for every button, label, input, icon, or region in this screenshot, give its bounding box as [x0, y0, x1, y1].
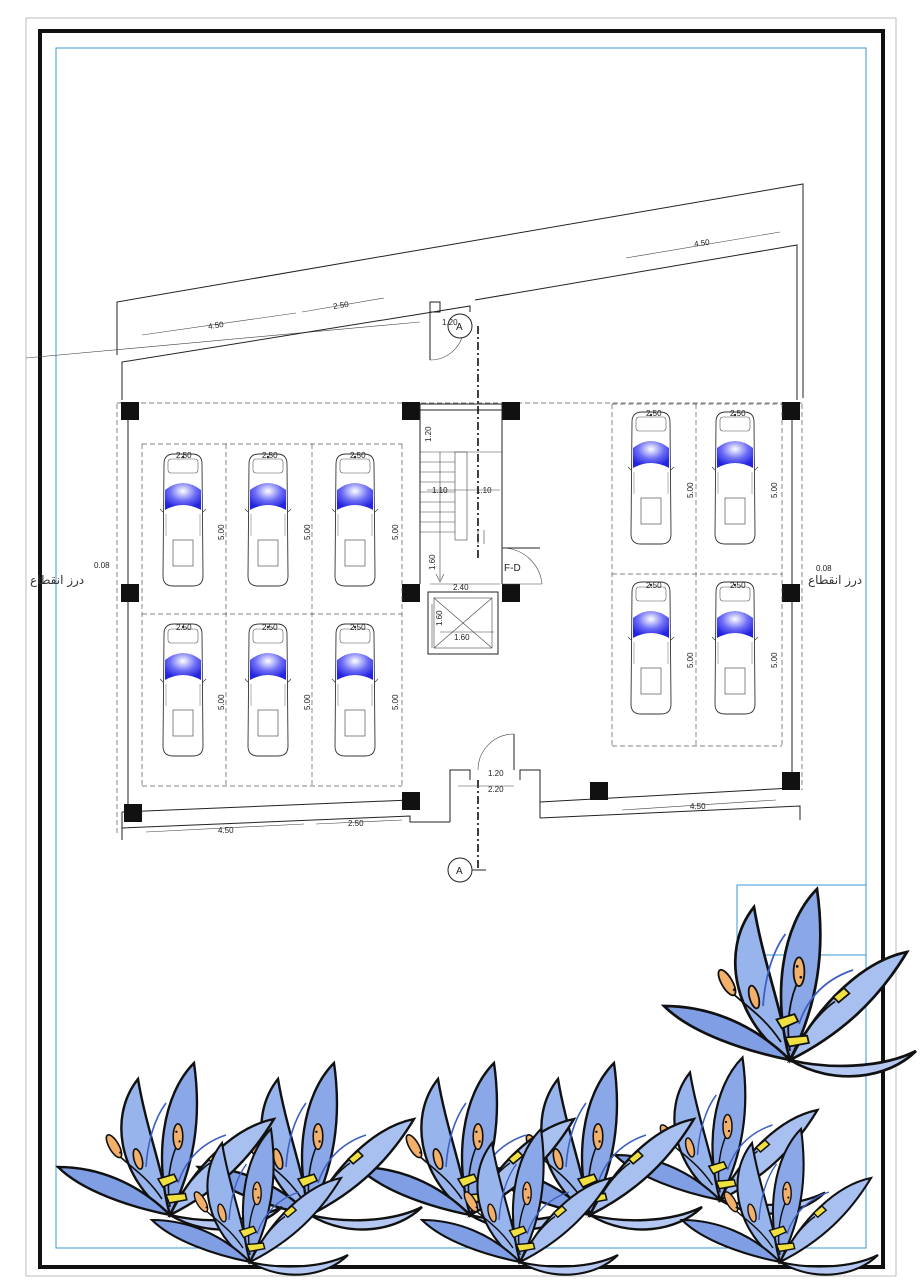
bay-length: 5.00	[217, 694, 226, 710]
dim-entry-120: 1.20	[488, 769, 504, 778]
columns	[121, 402, 800, 822]
dim-gap-right: 0.08	[816, 564, 832, 573]
square-column-icon	[402, 792, 420, 810]
square-column-icon	[121, 402, 139, 420]
car-top-view-icon	[627, 581, 675, 715]
dim-lift-240: 2.40	[453, 583, 469, 592]
car-top-view-icon	[159, 623, 207, 757]
decorative-lilies	[56, 887, 918, 1276]
square-column-icon	[782, 402, 800, 420]
bay-length: 5.00	[770, 652, 779, 668]
inner-frame	[55, 47, 867, 1249]
dim-entry-220: 2.20	[488, 785, 504, 794]
bay-width: 2.50	[350, 451, 366, 460]
bay-length: 5.00	[770, 482, 779, 498]
bay-length: 5.00	[686, 482, 695, 498]
dim-stair-110b: 1.10	[476, 486, 492, 495]
car-top-view-icon	[711, 581, 759, 715]
bay-length: 5.00	[303, 694, 312, 710]
dimension-lines	[141, 231, 781, 833]
dim-lift-160b: 1.60	[454, 633, 470, 642]
bay-width: 2.50	[262, 623, 278, 632]
square-column-icon	[782, 584, 800, 602]
square-column-icon	[121, 584, 139, 602]
stair-core	[419, 403, 543, 655]
bay-width: 2.50	[176, 451, 192, 460]
car-top-view-icon	[244, 453, 292, 587]
bay-length: 5.00	[686, 652, 695, 668]
bay-width: 2.50	[350, 623, 366, 632]
parking-right	[611, 403, 783, 747]
bay-width: 2.50	[646, 409, 662, 418]
entrance	[449, 733, 541, 822]
bay-length: 5.00	[391, 694, 400, 710]
section-line: A A	[447, 313, 486, 883]
label-expansion-joint-right: درز انقطاع	[808, 573, 862, 588]
dim-bottom-left-45: 4.50	[218, 826, 234, 835]
dim-lift-160a: 1.60	[435, 610, 444, 626]
dim-stair-160: 1.60	[428, 554, 437, 570]
dim-top-door: 1.20	[442, 318, 458, 327]
square-column-icon	[590, 782, 608, 800]
label-fire-door: F-D	[504, 563, 521, 574]
building-outline	[116, 402, 803, 840]
dim-gap-left: 0.08	[94, 561, 110, 570]
bay-width: 2.50	[730, 581, 746, 590]
bay-width: 2.50	[262, 451, 278, 460]
bay-width: 2.50	[730, 409, 746, 418]
car-top-view-icon	[331, 453, 379, 587]
bay-width: 2.50	[646, 581, 662, 590]
dim-stair-120: 1.20	[424, 426, 433, 442]
dim-stair-110a: 1.10	[432, 486, 448, 495]
car-top-view-icon	[244, 623, 292, 757]
dim-bottom-right-45: 4.50	[690, 802, 706, 811]
site-boundary	[25, 183, 804, 400]
square-column-icon	[402, 402, 420, 420]
car-top-view-icon	[711, 411, 759, 545]
car-top-view-icon	[627, 411, 675, 545]
parking-left	[141, 443, 403, 787]
label-expansion-joint-left: درز انقطاع	[30, 573, 84, 588]
square-column-icon	[124, 804, 142, 822]
car-top-view-icon	[331, 623, 379, 757]
section-marker-bottom: A	[456, 866, 463, 877]
square-column-icon	[782, 772, 800, 790]
square-column-icon	[502, 402, 520, 420]
square-column-icon	[402, 584, 420, 602]
lily-flower-icon	[662, 887, 918, 1078]
outer-sheet-border	[25, 17, 897, 1277]
section-marker-top: A	[456, 322, 463, 333]
dim-top-left-25: 2.50	[333, 300, 350, 311]
bay-width: 2.50	[176, 623, 192, 632]
dim-bottom-left-25: 2.50	[348, 819, 364, 828]
section-marker-icon	[447, 313, 473, 339]
bay-length: 5.00	[391, 524, 400, 540]
bay-length: 5.00	[217, 524, 226, 540]
dim-top-left-45: 4.50	[208, 320, 225, 331]
car-top-view-icon	[159, 453, 207, 587]
drawing-frame	[38, 29, 885, 1269]
square-column-icon	[502, 584, 520, 602]
dim-top-right-45: 4.50	[694, 238, 711, 249]
bay-length: 5.00	[303, 524, 312, 540]
